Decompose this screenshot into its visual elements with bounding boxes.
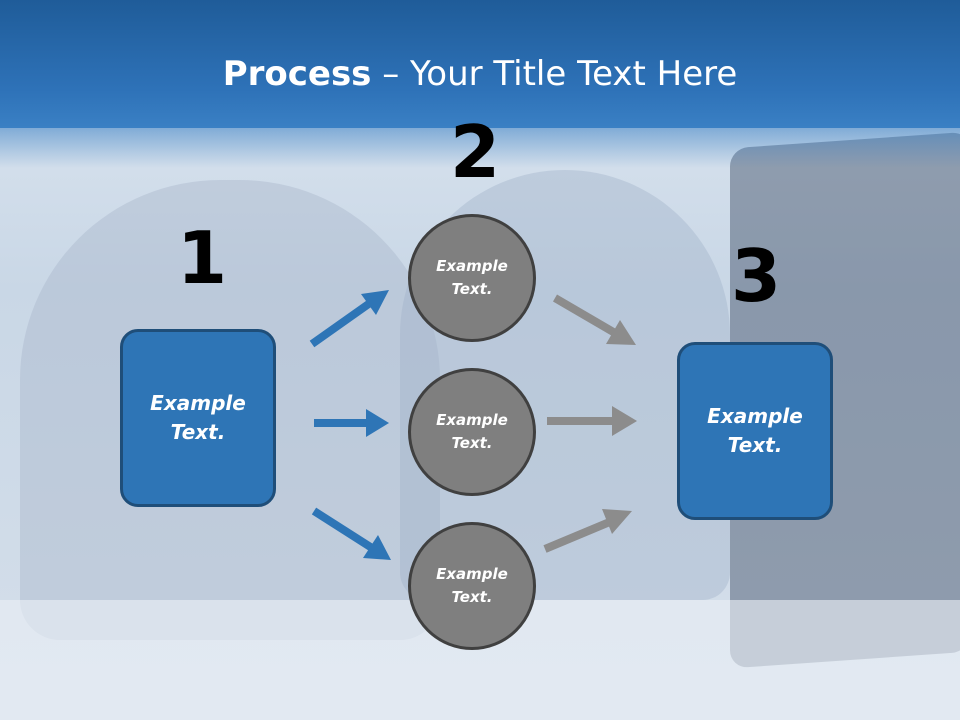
circle-bottom-text: Example Text. (436, 565, 508, 606)
circle-middle: Example Text. (408, 368, 536, 496)
circle-bottom: Example Text. (408, 522, 536, 650)
arrow-left-to-middle (314, 409, 389, 437)
circle-top: Example Text. (408, 214, 536, 342)
circle-top-text: Example Text. (436, 257, 508, 298)
title-bold: Process (222, 54, 372, 94)
step-number-2: 2 (450, 110, 501, 194)
arrow-middle-to-right (547, 406, 637, 436)
title-bar-fade (0, 128, 960, 168)
right-box-text: Example Text. (707, 404, 803, 457)
title-rest: – Your Title Text Here (371, 54, 738, 94)
left-box-text: Example Text. (150, 391, 246, 444)
right-process-box: Example Text. (677, 342, 833, 520)
arrow-left-to-bottom (311, 507, 391, 560)
arrow-left-to-top (309, 290, 389, 348)
circle-middle-text: Example Text. (436, 411, 508, 452)
arrow-top-to-right (552, 294, 636, 345)
step-number-3: 3 (731, 234, 782, 318)
slide-title: Process – Your Title Text Here (0, 52, 960, 96)
title-bar (0, 0, 960, 128)
arrow-bottom-to-right (543, 509, 632, 553)
step-number-1: 1 (177, 216, 228, 300)
left-process-box: Example Text. (120, 329, 276, 507)
